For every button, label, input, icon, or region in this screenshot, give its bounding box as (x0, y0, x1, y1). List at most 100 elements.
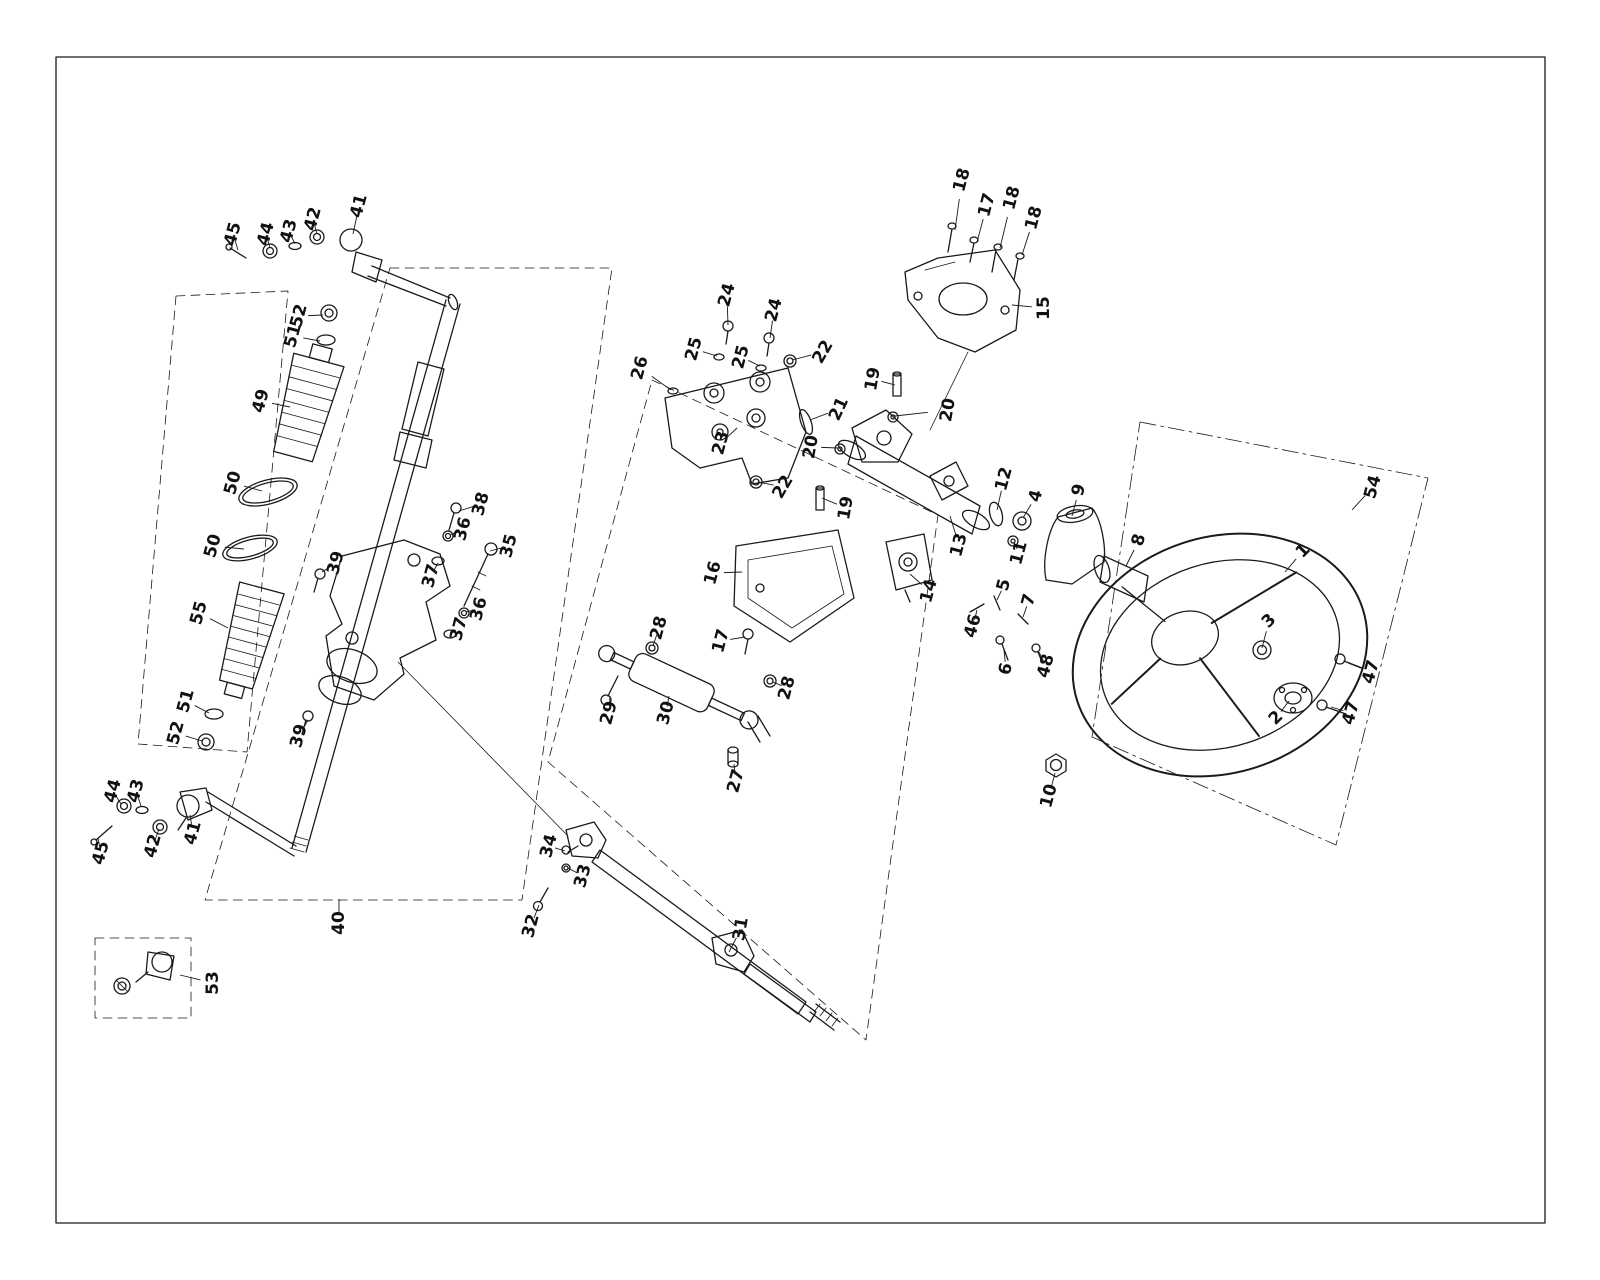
leader-line-11 (1013, 541, 1018, 550)
callout-24: 24 (761, 296, 786, 324)
callout-16: 16 (700, 559, 725, 587)
leader-line-23 (726, 427, 738, 438)
universal-joint-shaft (532, 821, 841, 1031)
leader-line-3 (1261, 631, 1267, 649)
callout-40: 40 (329, 911, 349, 935)
callout-42: 42 (300, 205, 325, 233)
leader-line-20 (821, 446, 839, 449)
callout-20: 20 (799, 433, 823, 460)
bearing-ring-parts (988, 501, 1032, 547)
bracket-fasteners (667, 320, 797, 489)
callout-52: 52 (286, 302, 311, 330)
leader-line-14 (909, 573, 923, 585)
callout-43: 43 (276, 217, 301, 245)
leader-line-2 (1280, 700, 1290, 712)
leader-line-16 (724, 571, 743, 574)
callout-49: 49 (248, 387, 273, 415)
cover-axis-line (929, 351, 969, 431)
leader-line-8 (1125, 549, 1135, 567)
callout-39: 39 (286, 722, 311, 750)
leader-line-17 (976, 218, 984, 243)
leader-line-36 (465, 609, 475, 613)
tie-rod-end-upper (225, 228, 451, 346)
leader-line-50 (224, 546, 245, 550)
hub-nut (1252, 640, 1272, 660)
steering-wheel (1071, 532, 1369, 778)
leader-line-45 (234, 239, 239, 251)
leader-line-44 (115, 795, 122, 805)
callout-21: 21 (825, 394, 853, 424)
leader-line-28 (772, 681, 782, 687)
o-rings (222, 477, 298, 562)
leader-line-43 (290, 235, 296, 245)
leader-line-18 (954, 198, 960, 231)
leader-line-44 (267, 239, 271, 249)
callout-47: 47 (1358, 658, 1383, 686)
leader-line-37 (433, 562, 439, 572)
leader-line-50 (243, 485, 263, 492)
leader-line-25 (702, 351, 718, 357)
column-cover (904, 249, 1021, 353)
callout-18: 18 (1021, 204, 1046, 232)
leader-line-18 (999, 216, 1008, 249)
callout-15: 15 (1034, 296, 1054, 320)
callout-30: 30 (653, 699, 678, 727)
leader-line-51 (303, 337, 321, 342)
callout-17: 17 (974, 191, 999, 219)
callout-50: 50 (200, 532, 225, 560)
callout-37: 37 (446, 615, 471, 643)
leader-line-43 (137, 796, 142, 807)
callout-20: 20 (936, 396, 960, 423)
leader-line-18 (1021, 231, 1030, 256)
callout-4: 4 (1025, 488, 1047, 505)
leader-line-39 (302, 719, 309, 731)
callout-28: 28 (646, 614, 671, 642)
leader-line-15 (1011, 304, 1032, 308)
column-pins-rings (798, 371, 902, 511)
callout-7: 7 (1018, 592, 1040, 609)
leader-line-4 (1022, 504, 1032, 519)
leader-line-1 (1284, 558, 1297, 573)
callout-18: 18 (999, 184, 1024, 212)
leader-line-31 (728, 937, 737, 953)
leader-line-53 (179, 974, 201, 981)
leader-line-21 (809, 412, 829, 421)
callout-29: 29 (596, 699, 621, 727)
leader-line-9 (1071, 499, 1077, 517)
tie-rod-end-lower (90, 708, 297, 857)
leader-line-52 (185, 735, 203, 742)
leader-line-38 (458, 506, 473, 512)
leader-line-47 (1330, 706, 1344, 712)
callout-43: 43 (123, 777, 148, 805)
leader-line-47 (1347, 662, 1363, 669)
boundary-rack-assembly (137, 267, 613, 901)
leader-line-41 (189, 814, 193, 827)
leader-line-27 (733, 763, 736, 775)
leader-line-55 (209, 618, 229, 629)
bellows-upper (273, 343, 345, 463)
callout-17: 17 (708, 627, 733, 655)
bellows-lower (218, 581, 285, 700)
small-pins (969, 595, 1043, 663)
callout-11: 11 (1006, 539, 1031, 567)
callout-44: 44 (100, 777, 125, 805)
leader-line-30 (666, 695, 670, 707)
leader-line-48 (1038, 651, 1044, 661)
callout-34: 34 (536, 832, 561, 860)
callout-41: 41 (180, 819, 205, 847)
callout-6: 6 (995, 661, 1017, 678)
callout-5: 5 (993, 577, 1015, 594)
callout-19: 19 (834, 495, 858, 522)
callout-12: 12 (991, 465, 1016, 493)
callout-45: 45 (88, 839, 113, 867)
leader-line-51 (194, 705, 210, 714)
leader-line-17 (730, 636, 746, 640)
callout-36: 36 (466, 595, 491, 623)
callout-28: 28 (774, 674, 799, 702)
page-border (55, 56, 1546, 1224)
callout-22: 22 (768, 472, 797, 503)
leader-line-22 (757, 481, 774, 486)
steering-damper (598, 641, 777, 768)
